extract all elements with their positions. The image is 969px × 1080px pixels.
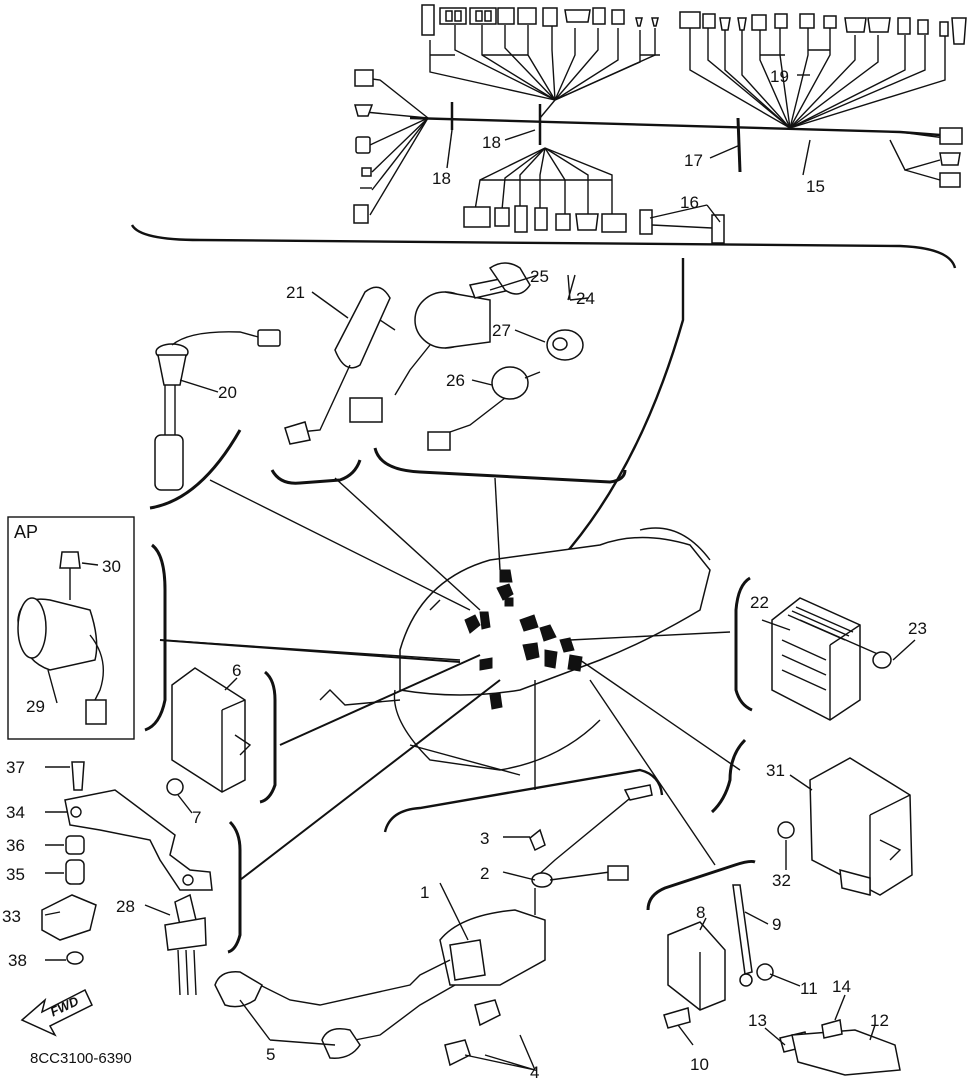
- callout-33: 33: [2, 907, 21, 926]
- callout-2: 2: [480, 864, 489, 883]
- callout-14: 14: [832, 977, 851, 996]
- callout-1: 1: [420, 883, 429, 902]
- callout-3: 3: [480, 829, 489, 848]
- callout-19: 19: [770, 67, 789, 86]
- callout-10: 10: [690, 1055, 709, 1074]
- callout-7: 7: [192, 808, 201, 827]
- callout-30: 30: [102, 557, 121, 576]
- callout-35: 35: [6, 865, 25, 884]
- callout-9: 9: [772, 915, 781, 934]
- callout-31: 31: [766, 761, 785, 780]
- callout-34: 34: [6, 803, 25, 822]
- callout-15: 15: [806, 177, 825, 196]
- callout-4: 4: [530, 1063, 539, 1080]
- switch-28: [164, 893, 207, 996]
- callout-8: 8: [696, 903, 705, 922]
- callout-37: 37: [6, 758, 25, 777]
- callout-5: 5: [266, 1045, 275, 1064]
- callout-21: 21: [286, 283, 305, 302]
- callout-38: 38: [8, 951, 27, 970]
- callout-36: 36: [6, 836, 25, 855]
- callout-12: 12: [870, 1011, 889, 1030]
- fwd-arrow: [20, 988, 93, 1037]
- callout-22: 22: [750, 593, 769, 612]
- callout-leaders: [44, 74, 916, 1072]
- ap-inset: [7, 516, 135, 740]
- callout-11: 11: [800, 979, 818, 998]
- callout-24: 24: [576, 289, 595, 308]
- cdi-unit-31: [777, 757, 913, 896]
- vehicle-body: [159, 477, 741, 881]
- wire-harness: [130, 4, 967, 561]
- callout-18-left: 18: [432, 169, 451, 188]
- callout-20: 20: [218, 383, 237, 402]
- callout-25: 25: [530, 267, 549, 286]
- ap-label: AP: [14, 522, 38, 542]
- relay-group: [663, 884, 901, 1076]
- callout-17: 17: [684, 151, 703, 170]
- rectifier-22: [771, 597, 892, 721]
- callout-32: 32: [772, 871, 791, 890]
- callout-16: 16: [680, 193, 699, 212]
- bracket-group: [41, 761, 213, 965]
- callout-28: 28: [116, 897, 135, 916]
- callout-13: 13: [748, 1011, 767, 1030]
- callout-26-27: 27: [492, 321, 511, 340]
- callout-18-right: 18: [482, 133, 501, 152]
- unit-6: [166, 667, 252, 796]
- ignition-coil-group: [214, 768, 664, 1067]
- callout-29: 29: [26, 697, 45, 716]
- callout-23: 23: [908, 619, 927, 638]
- diagram-code: 8CC3100-6390: [30, 1050, 132, 1067]
- callout-26: 26: [446, 371, 465, 390]
- callout-labels: 1 2 3 4 5 6 7 8 9 10 11 12 13 14 15 16 1…: [2, 67, 927, 1080]
- switch-group: [149, 262, 627, 510]
- callout-6: 6: [232, 661, 241, 680]
